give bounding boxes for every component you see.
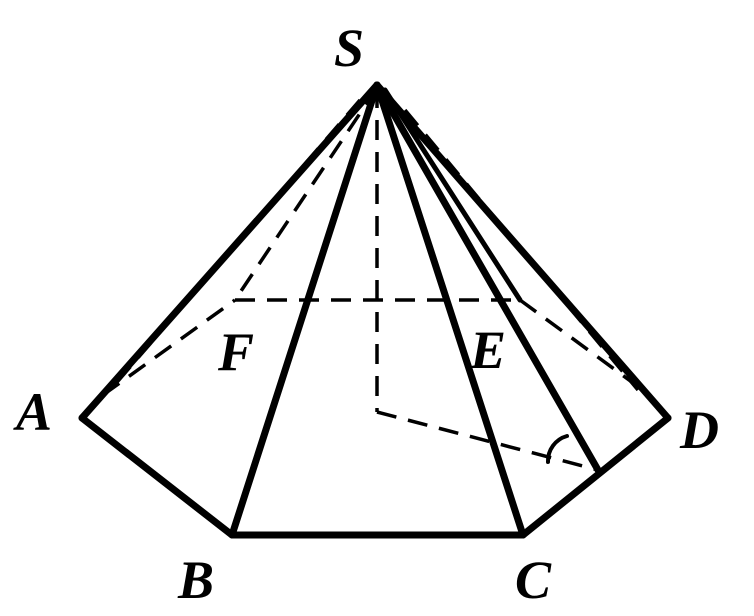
label-e: E: [469, 320, 506, 380]
label-s: S: [334, 18, 364, 78]
edge-s-a: [78, 81, 381, 422]
edge-s-c: [373, 81, 527, 539]
base-front-edges: [78, 414, 672, 539]
edge-a-f-hidden: [101, 298, 237, 397]
label-b: B: [177, 550, 214, 610]
vertex-labels: S A B C D E F: [13, 18, 719, 610]
edge-e-d-hidden: [518, 298, 642, 390]
visible-edges: [78, 81, 672, 539]
edge-s-d: [373, 81, 672, 422]
edge-s-f-hidden: [233, 87, 379, 301]
edge-s-b: [228, 81, 381, 539]
label-c: C: [515, 550, 552, 610]
label-f: F: [217, 322, 254, 382]
label-d: D: [679, 400, 719, 460]
label-a: A: [13, 382, 52, 442]
slant-height-line: [373, 81, 602, 474]
edge-s-e-front: [382, 87, 523, 303]
angle-arc: [546, 434, 569, 464]
apothem-line: [376, 410, 599, 472]
hidden-edges: [101, 87, 642, 472]
